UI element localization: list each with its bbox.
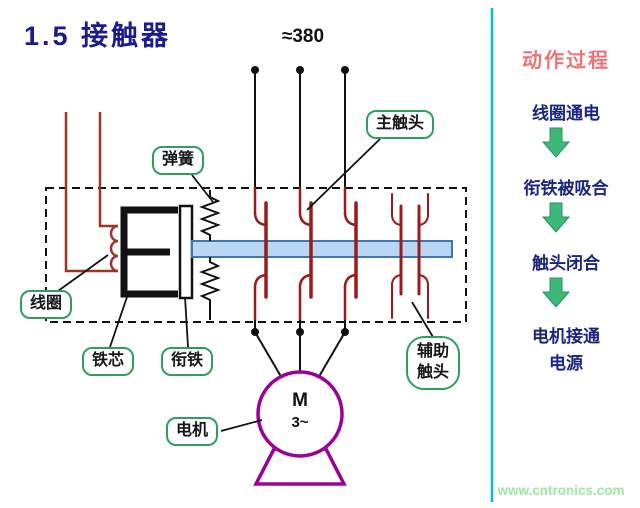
actuator-bar	[191, 240, 453, 258]
aux-contact-1	[391, 193, 403, 319]
armature-bar	[178, 204, 194, 300]
page-title: 1.5 接触器	[24, 21, 172, 51]
supply-terminal-dots	[251, 66, 349, 74]
supply-voltage-label: ≈380	[281, 26, 325, 47]
motor-feed-lines	[254, 320, 346, 381]
label-main-contact: 主触头	[366, 110, 435, 139]
process-title: 动作过程	[522, 50, 610, 72]
motor-phase: 3~	[291, 414, 309, 431]
motor-letter: M	[292, 390, 308, 411]
label-armature: 衔铁	[161, 347, 214, 376]
down-arrow-icon	[541, 202, 571, 233]
down-arrow-icon	[541, 127, 571, 158]
main-contact-2	[298, 186, 313, 322]
process-step-4: 电机接通 电源	[532, 327, 600, 374]
spring-symbols	[199, 190, 221, 320]
label-aux-contact: 辅助 触头	[406, 336, 461, 390]
motor-feed-dots	[251, 328, 349, 336]
down-arrow-icon	[541, 277, 571, 308]
iron-core	[120, 206, 178, 298]
motor-circle	[256, 370, 344, 458]
label-iron-core: 铁芯	[82, 347, 135, 376]
leader-lines	[57, 138, 434, 432]
process-step-2: 衔铁被吸合	[523, 179, 609, 198]
process-step-1: 线圈通电	[532, 104, 600, 123]
aux-contact-2	[417, 193, 429, 319]
main-contacts	[253, 186, 358, 322]
watermark: www.cntronics.com	[497, 483, 625, 498]
process-arrows	[541, 127, 571, 308]
coil-wires	[64, 112, 118, 273]
coil-symbol	[109, 224, 119, 273]
label-coil: 线圈	[20, 290, 73, 319]
label-motor: 电机	[166, 417, 219, 446]
auxiliary-contacts	[391, 193, 429, 319]
label-spring: 弹簧	[152, 146, 205, 175]
process-step-3: 触头闭合	[532, 254, 600, 273]
main-contact-1	[253, 186, 268, 322]
main-contact-3	[343, 186, 358, 322]
